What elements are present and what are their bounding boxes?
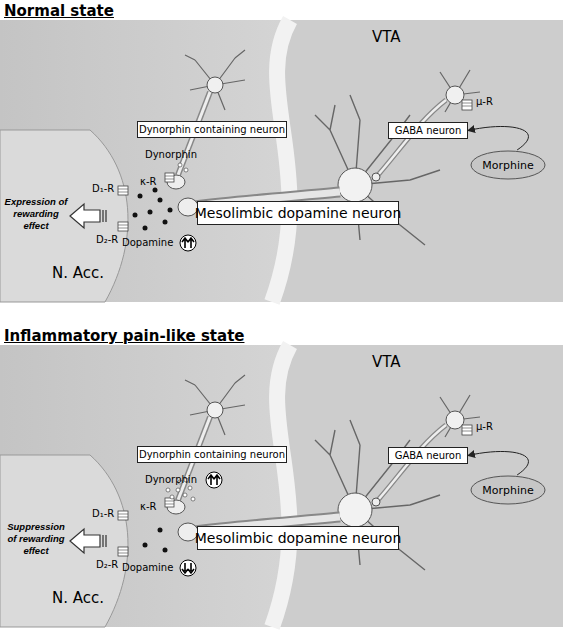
node-text: Dynorphin containing neuron xyxy=(139,449,285,460)
node-text: Mesolimbic dopamine neuron xyxy=(195,205,402,221)
receptor-label: μ-R xyxy=(476,96,493,107)
node-text: Dynorphin containing neuron xyxy=(139,124,285,135)
receptor-label: D₁-R xyxy=(92,508,114,519)
region-label: VTA xyxy=(372,28,401,46)
dopamine-dots xyxy=(143,528,168,553)
neuron-box: Mesolimbic dopamine neuron xyxy=(197,201,399,225)
pain-panel xyxy=(0,345,563,627)
increase-symbol xyxy=(180,235,196,251)
panel-heading: Inflammatory pain-like state xyxy=(4,327,244,345)
decrease-symbol xyxy=(180,560,196,576)
drug-oval: Morphine xyxy=(470,475,546,505)
action-arrow xyxy=(468,126,528,150)
receptor-label: D₁-R xyxy=(92,183,114,194)
neuron-box: Mesolimbic dopamine neuron xyxy=(197,526,399,550)
node-text: GABA neuron xyxy=(395,450,462,461)
receptor-label: μ-R xyxy=(476,421,493,432)
transmitter-label: Dopamine xyxy=(122,562,173,573)
neuron-box: GABA neuron xyxy=(388,122,468,139)
neuron-box: Dynorphin containing neuron xyxy=(137,446,287,463)
transmitter-label: Dynorphin xyxy=(145,149,197,160)
drug-oval: Morphine xyxy=(470,150,546,180)
receptor-label: κ-R xyxy=(140,176,156,187)
neuron-box: Dynorphin containing neuron xyxy=(137,121,287,138)
transmitter-label: Dopamine xyxy=(122,237,173,248)
normal-panel xyxy=(0,20,563,302)
region-label: VTA xyxy=(372,353,401,371)
node-text: Morphine xyxy=(482,159,534,172)
transmitter-label: Dynorphin xyxy=(145,474,197,485)
receptor-label: D₂-R xyxy=(96,559,118,570)
dopamine-dots xyxy=(133,188,173,231)
increase-symbol xyxy=(206,472,222,488)
effect-label: Suppression of rewarding effect xyxy=(2,521,70,557)
node-text: Mesolimbic dopamine neuron xyxy=(195,530,402,546)
effect-label: Expression of rewarding effect xyxy=(2,196,70,232)
node-text: Morphine xyxy=(482,484,534,497)
region-label: N. Acc. xyxy=(52,264,104,282)
neuron-box: GABA neuron xyxy=(388,447,468,464)
node-text: GABA neuron xyxy=(395,125,462,136)
receptor-label: D₂-R xyxy=(96,234,118,245)
region-label: N. Acc. xyxy=(52,589,104,607)
receptor-label: κ-R xyxy=(140,501,156,512)
action-arrow xyxy=(468,451,528,475)
panel-heading: Normal state xyxy=(4,2,114,20)
dynorphin-vesicles xyxy=(178,163,188,172)
